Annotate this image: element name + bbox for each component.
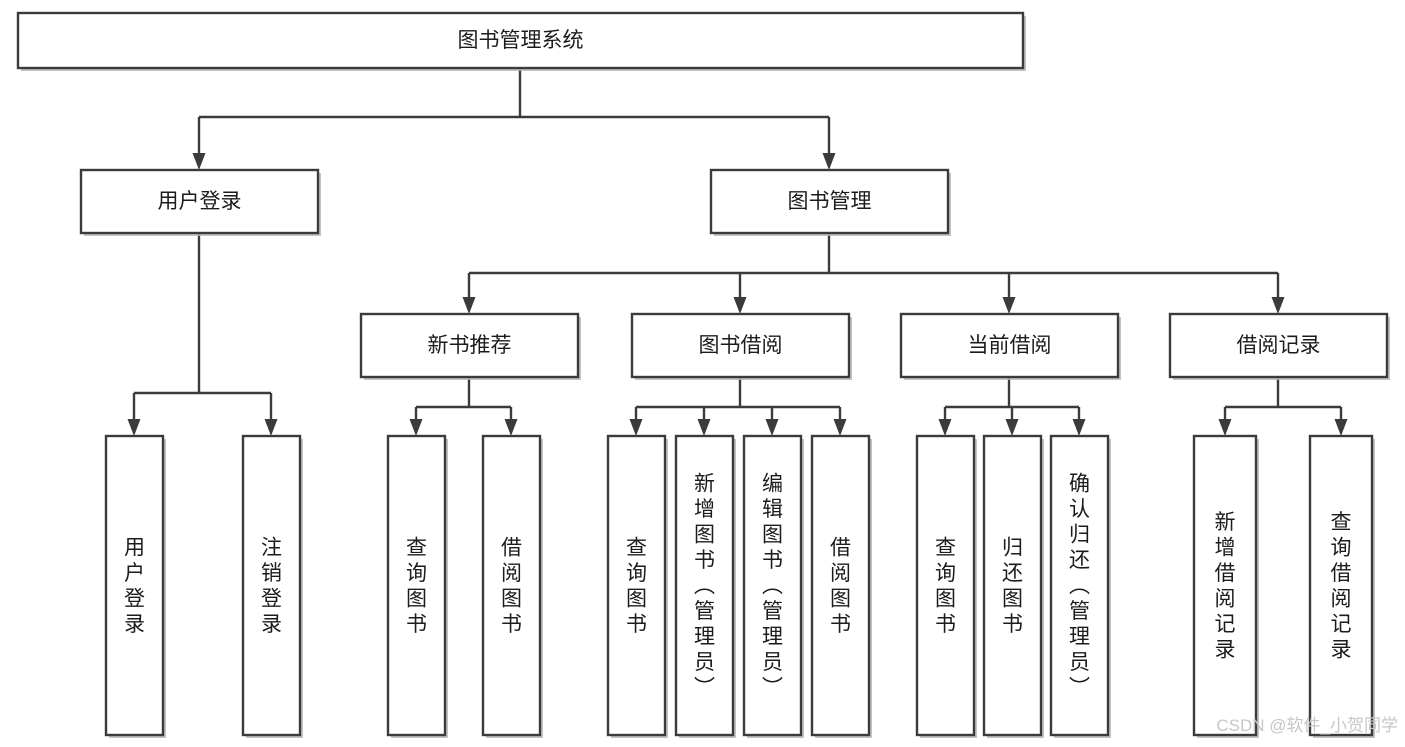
arrow-head-icon xyxy=(264,419,278,436)
node-label: 借阅记录 xyxy=(1237,334,1321,357)
connector-group xyxy=(127,233,278,436)
node-rect[interactable] xyxy=(674,434,735,737)
node-label: 新增图书︵管理员︶ xyxy=(694,473,715,700)
arrow-head-icon xyxy=(409,419,423,436)
node-label: 查询借阅记录 xyxy=(1331,511,1352,662)
node-label: 图书管理系统 xyxy=(458,29,584,52)
node-user-login[interactable]: 用户登录 xyxy=(79,168,321,236)
nodes-layer: 图书管理系统用户登录图书管理新书推荐图书借阅当前借阅借阅记录用户登录注销登录查询… xyxy=(16,11,1390,738)
arrow-head-icon xyxy=(1218,419,1232,436)
node-label: 当前借阅 xyxy=(968,334,1052,357)
node-label: 用户登录 xyxy=(158,190,242,213)
node-rect[interactable] xyxy=(899,312,1120,379)
node-book-borrow[interactable]: 图书借阅 xyxy=(630,312,852,380)
node-label: 借阅图书 xyxy=(501,536,522,636)
arrow-head-icon xyxy=(733,297,747,314)
node-rect[interactable] xyxy=(79,168,320,235)
node-rect[interactable] xyxy=(104,434,165,737)
node-label: 注销登录 xyxy=(261,536,282,636)
node-label: 查询图书 xyxy=(626,536,647,636)
node-current-borrow[interactable]: 当前借阅 xyxy=(899,312,1121,380)
node-rect[interactable] xyxy=(982,434,1043,737)
node-book-mgmt[interactable]: 图书管理 xyxy=(709,168,951,236)
node-leaf-borrow-book-2[interactable]: 借阅图书 xyxy=(810,434,872,738)
node-leaf-borrow-book-1[interactable]: 借阅图书 xyxy=(481,434,543,738)
node-rect[interactable] xyxy=(709,168,950,235)
arrow-head-icon xyxy=(697,419,711,436)
node-label: 图书借阅 xyxy=(699,334,783,357)
node-rect[interactable] xyxy=(1192,434,1258,737)
connector-group xyxy=(462,233,1285,314)
node-rect[interactable] xyxy=(16,11,1025,70)
node-leaf-add-record[interactable]: 新增借阅记录 xyxy=(1192,434,1259,738)
node-label: 新书推荐 xyxy=(428,334,512,357)
connectors-layer xyxy=(127,68,1348,436)
node-leaf-logout[interactable]: 注销登录 xyxy=(241,434,303,738)
arrow-head-icon xyxy=(1005,419,1019,436)
arrow-head-icon xyxy=(192,153,206,170)
node-leaf-user-login[interactable]: 用户登录 xyxy=(104,434,166,738)
arrow-head-icon xyxy=(822,153,836,170)
node-rect[interactable] xyxy=(359,312,580,379)
node-rect[interactable] xyxy=(481,434,542,737)
node-leaf-return-book[interactable]: 归还图书 xyxy=(982,434,1044,738)
arrow-head-icon xyxy=(833,419,847,436)
node-rect[interactable] xyxy=(386,434,447,737)
arrow-head-icon xyxy=(1271,297,1285,314)
node-label: 查询图书 xyxy=(935,536,956,636)
node-rect[interactable] xyxy=(630,312,851,379)
node-label: 图书管理 xyxy=(788,190,872,213)
connector-group xyxy=(192,68,836,170)
node-label: 借阅图书 xyxy=(830,536,851,636)
connector-group xyxy=(409,377,518,436)
node-leaf-confirm-return[interactable]: 确认归还︵管理员︶ xyxy=(1049,434,1111,738)
arrow-head-icon xyxy=(504,419,518,436)
node-label: 查询图书 xyxy=(406,536,427,636)
arrow-head-icon xyxy=(462,297,476,314)
csdn-watermark: CSDN @软件_小贺同学 xyxy=(1216,716,1398,735)
node-root[interactable]: 图书管理系统 xyxy=(16,11,1026,71)
node-leaf-query-book-2[interactable]: 查询图书 xyxy=(606,434,668,738)
node-rect[interactable] xyxy=(915,434,976,737)
node-label: 新增借阅记录 xyxy=(1215,511,1236,662)
arrow-head-icon xyxy=(765,419,779,436)
arrow-head-icon xyxy=(127,419,141,436)
node-leaf-query-record[interactable]: 查询借阅记录 xyxy=(1308,434,1375,738)
node-rect[interactable] xyxy=(810,434,871,737)
node-label: 编辑图书︵管理员︶ xyxy=(762,473,783,700)
node-leaf-add-book[interactable]: 新增图书︵管理员︶ xyxy=(674,434,736,738)
arrow-head-icon xyxy=(938,419,952,436)
node-leaf-edit-book[interactable]: 编辑图书︵管理员︶ xyxy=(742,434,804,738)
connector-group xyxy=(1218,377,1348,436)
node-rect[interactable] xyxy=(606,434,667,737)
node-rect[interactable] xyxy=(1049,434,1110,737)
node-rect[interactable] xyxy=(742,434,803,737)
node-label: 用户登录 xyxy=(124,536,145,636)
node-borrow-record[interactable]: 借阅记录 xyxy=(1168,312,1390,380)
arrow-head-icon xyxy=(629,419,643,436)
arrow-head-icon xyxy=(1002,297,1016,314)
node-label: 归还图书 xyxy=(1002,536,1023,636)
arrow-head-icon xyxy=(1072,419,1086,436)
connector-group xyxy=(629,377,847,436)
node-rect[interactable] xyxy=(241,434,302,737)
connector-group xyxy=(938,377,1086,436)
node-leaf-query-book-1[interactable]: 查询图书 xyxy=(386,434,448,738)
node-leaf-query-book-3[interactable]: 查询图书 xyxy=(915,434,977,738)
node-rect[interactable] xyxy=(1168,312,1389,379)
node-new-book-rec[interactable]: 新书推荐 xyxy=(359,312,581,380)
arrow-head-icon xyxy=(1334,419,1348,436)
node-label: 确认归还︵管理员︶ xyxy=(1069,473,1090,700)
node-rect[interactable] xyxy=(1308,434,1374,737)
